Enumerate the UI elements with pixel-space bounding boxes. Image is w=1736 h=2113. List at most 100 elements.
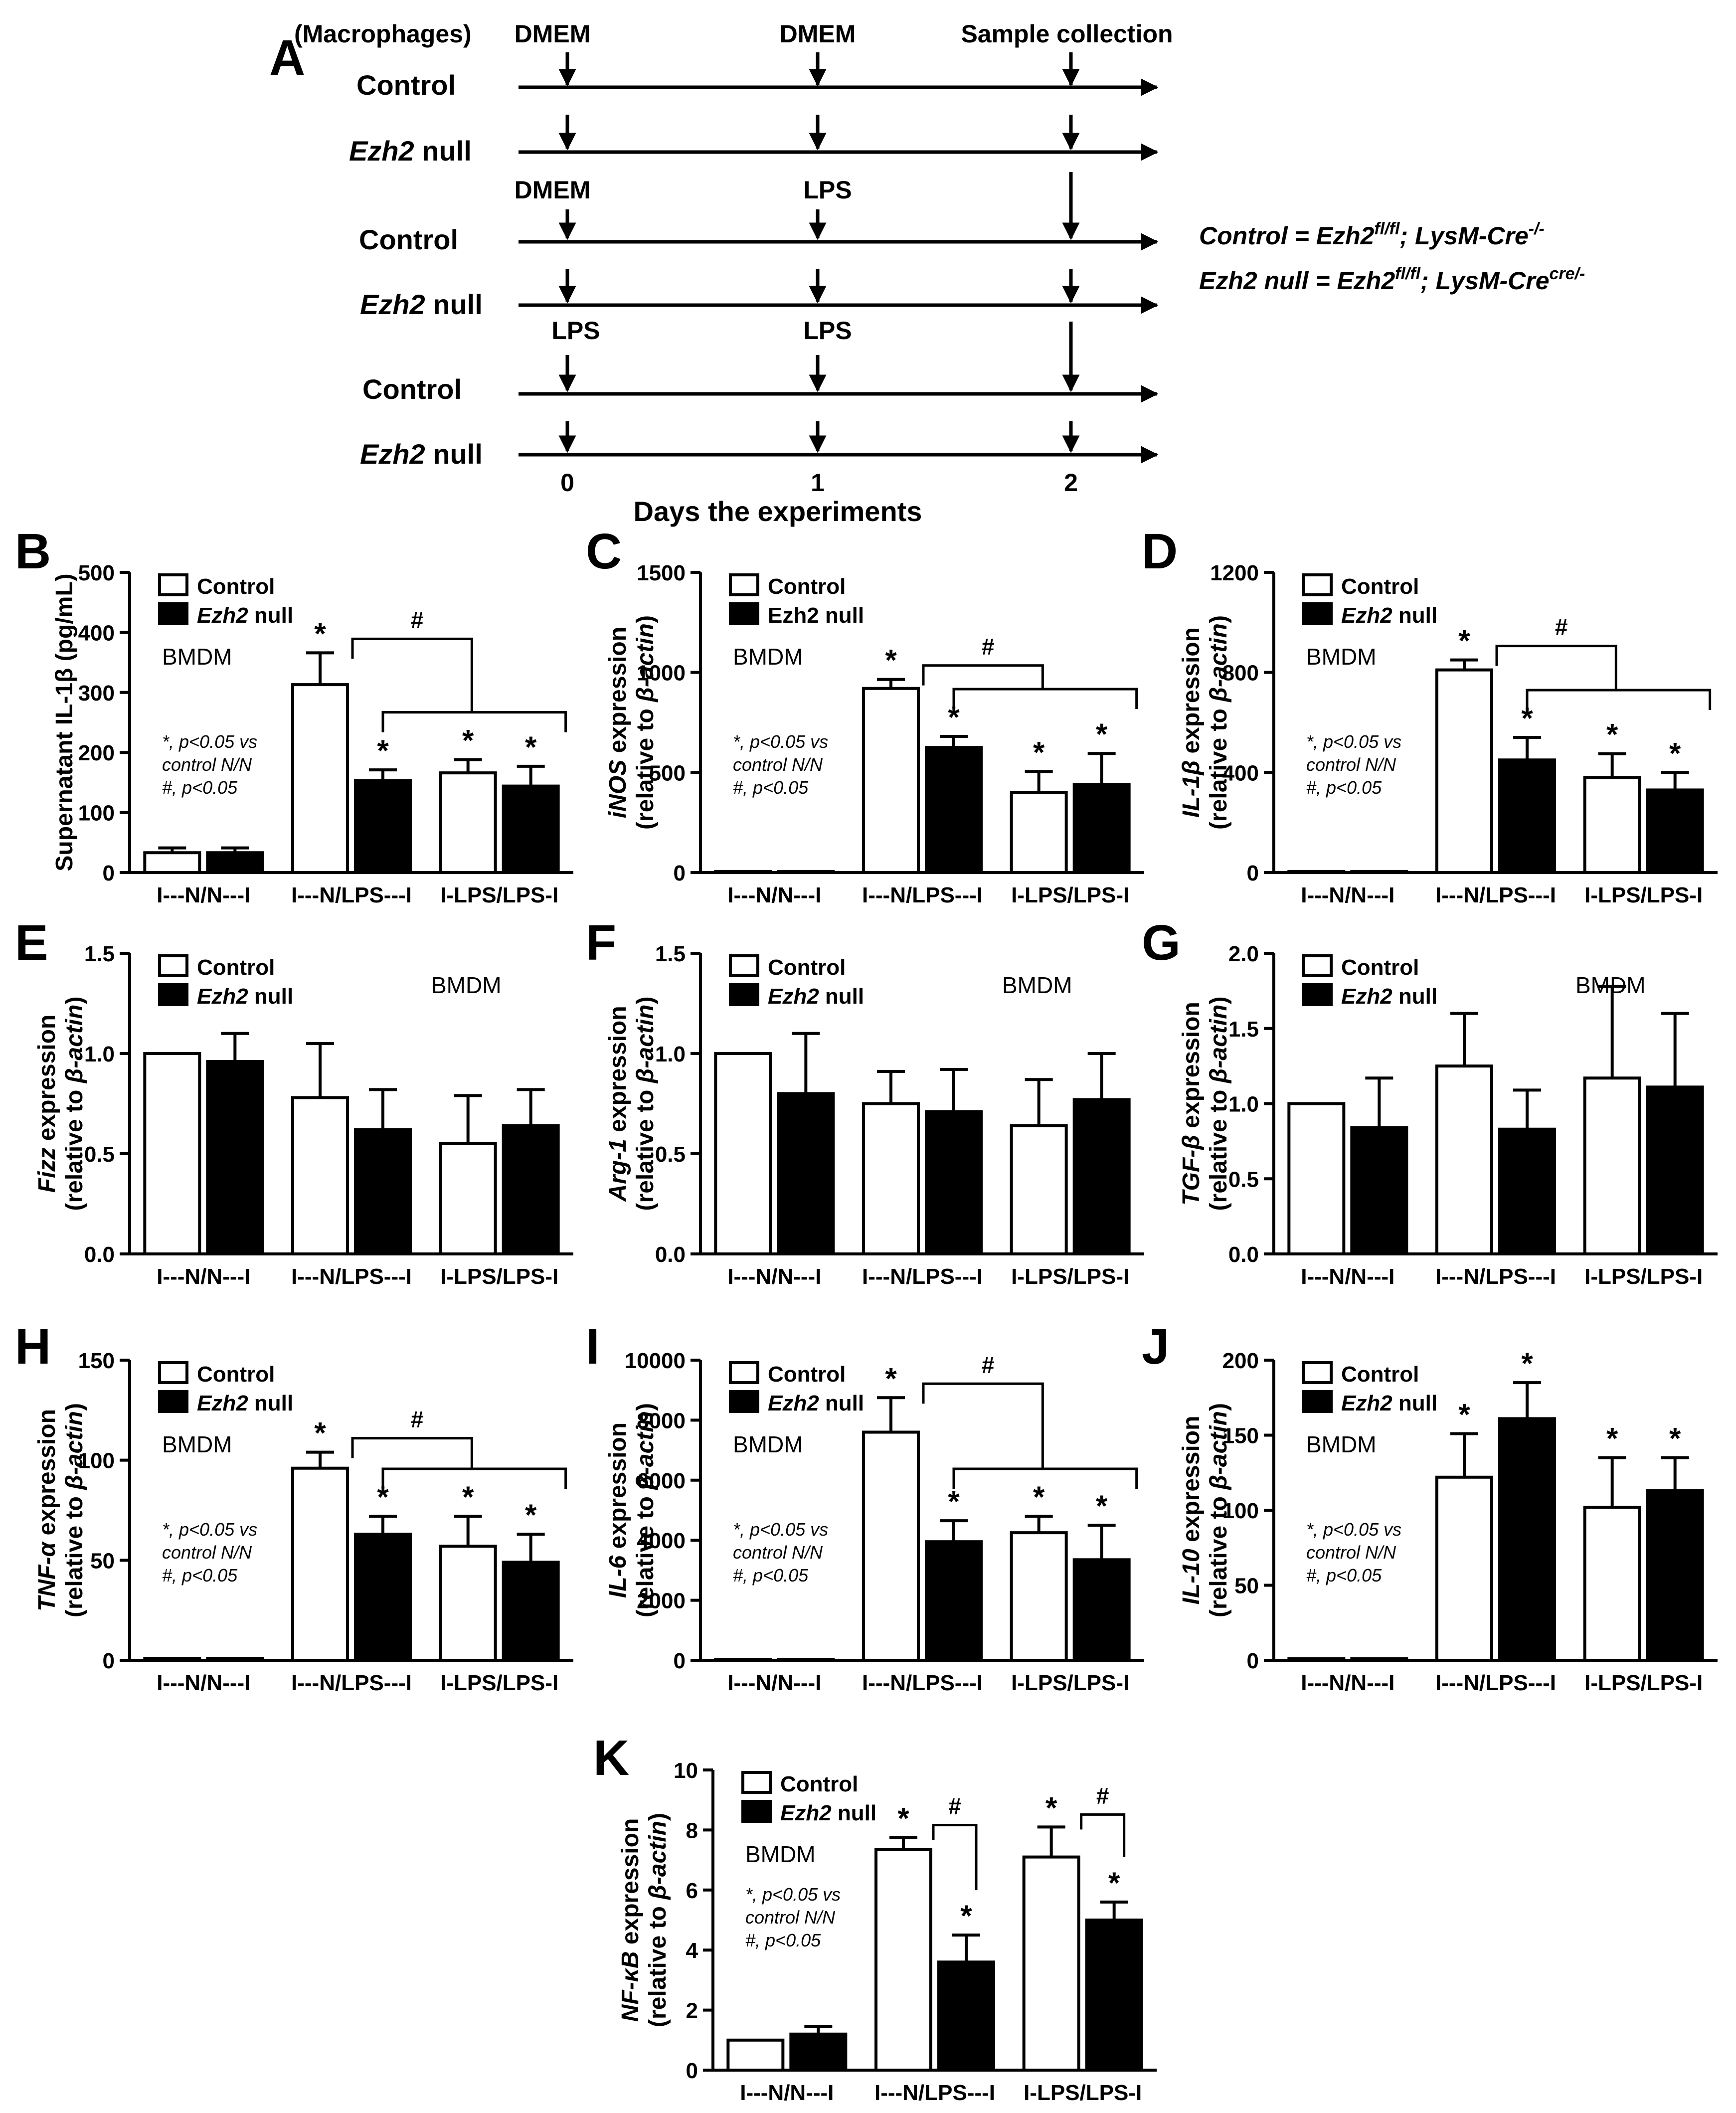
legend-swatch-ezh2-null	[158, 602, 188, 625]
legend-label-control: Control	[768, 1362, 846, 1387]
significance-bracket-upper	[351, 1437, 473, 1469]
significance-star: *	[1606, 1422, 1618, 1455]
significance-bracket-upper	[922, 664, 1044, 690]
legend-label-ezh2-null: Ezh2 null	[768, 984, 864, 1009]
y-tick-label: 200	[1222, 1349, 1259, 1373]
stats-note-line: *, p<0.05 vs	[745, 1884, 841, 1905]
legend-swatch-control	[1302, 573, 1333, 596]
significance-hash: #	[411, 1407, 424, 1432]
bar-control	[143, 1052, 201, 1255]
significance-hash: #	[411, 607, 424, 633]
x-category-label: I---N/LPS---I	[291, 883, 412, 907]
x-category-label: I-LPS/LPS-I	[1011, 883, 1129, 907]
y-tick-label: 800	[1222, 661, 1259, 686]
null-genotype-definition: Ezh2 null = Ezh2fl/fl; LysM-Crecre/-	[1199, 264, 1585, 295]
bar-control	[439, 771, 497, 874]
bar-control	[1022, 1855, 1080, 2072]
bar-control	[1287, 870, 1346, 874]
bar-ezh2-null	[1350, 870, 1408, 874]
panel-label-k: K	[593, 1730, 629, 1786]
x-category-label: I---N/N---I	[740, 2081, 834, 2105]
significance-star: *	[1521, 1347, 1533, 1380]
bar-ezh2-null	[354, 1533, 412, 1662]
group2-null-label: Ezh2 null	[360, 289, 483, 320]
y-axis-title: TGF-β expression	[1178, 1002, 1205, 1206]
y-axis-title: IL-6 expression	[605, 1422, 631, 1598]
bar-ezh2-null	[1646, 788, 1704, 874]
bar-control	[862, 687, 920, 874]
bar-ezh2-null	[502, 1124, 560, 1255]
legend-label-ezh2-null: Ezh2 null	[780, 1801, 876, 1825]
significance-star: *	[525, 1498, 537, 1532]
bar-control	[874, 1848, 932, 2072]
y-axis-title-units: (relative to β-actin)	[645, 1813, 671, 2027]
legend-label-control: Control	[1341, 955, 1419, 980]
legend-label-ezh2-null: Ezh2 null	[1341, 984, 1437, 1009]
y-tick-label: 400	[1222, 761, 1259, 785]
group3-control-label: Control	[362, 373, 462, 405]
x-category-label: I---N/LPS---I	[1435, 1264, 1556, 1289]
significance-bracket-pair	[932, 1823, 978, 1891]
bar-control	[439, 1142, 497, 1255]
significance-star: *	[885, 644, 897, 677]
x-category-label: I---N/LPS---I	[862, 883, 983, 907]
y-axis-title: Arg-1 expression	[605, 1006, 631, 1202]
bar-control	[291, 1096, 349, 1255]
stats-note-line: *, p<0.05 vs	[1306, 731, 1401, 752]
y-tick-label: 1200	[1210, 561, 1259, 585]
y-tick-label: 200	[78, 741, 115, 765]
y-tick-label: 100	[78, 1449, 115, 1473]
legend-label-control: Control	[768, 574, 846, 599]
y-tick-label: 100	[78, 801, 115, 826]
x-category-label: I---N/N---I	[1301, 883, 1394, 907]
significance-hash: #	[1096, 1782, 1109, 1808]
significance-hash: #	[948, 1793, 961, 1819]
significance-bracket-pair	[1080, 1813, 1126, 1857]
bar-ezh2-null	[937, 1960, 995, 2072]
stats-note-line: control N/N	[745, 1907, 836, 1928]
significance-bracket-lower	[381, 711, 567, 732]
stats-note-line: control N/N	[162, 1542, 252, 1563]
stats-note-line: #, p<0.05	[733, 1565, 809, 1585]
stats-note-line: #, p<0.05	[745, 1930, 821, 1950]
bar-control	[1287, 1102, 1346, 1255]
stats-note-line: *, p<0.05 vs	[162, 731, 257, 752]
stats-note-line: control N/N	[733, 1542, 823, 1563]
x-category-label: I-LPS/LPS-I	[440, 1264, 558, 1289]
legend-label-ezh2-null: Ezh2 null	[197, 603, 293, 628]
bar-ezh2-null	[206, 1060, 264, 1256]
significance-star: *	[1458, 624, 1470, 658]
panel-label-c: C	[586, 524, 622, 579]
bar-ezh2-null	[777, 1658, 835, 1662]
bar-ezh2-null	[206, 851, 264, 874]
stats-note-line: *, p<0.05 vs	[1306, 1519, 1401, 1540]
significance-star: *	[525, 730, 537, 764]
bar-control	[726, 2038, 785, 2072]
stats-note-line: #, p<0.05	[162, 1565, 238, 1585]
y-tick-label: 0.5	[1228, 1167, 1259, 1192]
y-tick-label: 4000	[637, 1529, 686, 1553]
y-tick-label: 150	[1222, 1424, 1259, 1448]
significance-star: *	[1669, 736, 1681, 770]
stats-note-line: #, p<0.05	[1306, 1565, 1382, 1585]
legend-swatch-control	[729, 1361, 759, 1384]
y-axis-title: Fizz expression	[34, 1015, 60, 1193]
stats-note-line: #, p<0.05	[733, 777, 809, 798]
bar-ezh2-null	[1085, 1919, 1143, 2072]
bar-ezh2-null	[1646, 1489, 1704, 1662]
bar-control	[143, 851, 201, 874]
stats-note-line: *, p<0.05 vs	[733, 1519, 828, 1540]
x-category-label: I-LPS/LPS-I	[440, 1671, 558, 1695]
panel-a-timeline: A (Macrophages) DMEM DMEM Sample collect…	[269, 20, 1585, 527]
significance-hash: #	[1555, 614, 1568, 640]
legend-label-ezh2-null: Ezh2 null	[197, 984, 293, 1009]
bar-ezh2-null	[1072, 1098, 1131, 1255]
bar-ezh2-null	[1498, 758, 1556, 874]
panel-label-h: H	[15, 1319, 51, 1375]
y-tick-label: 0	[103, 861, 115, 885]
y-axis-title-units: (relative to β-actin)	[1206, 1403, 1232, 1617]
legend-swatch-control	[158, 954, 188, 977]
bar-control	[143, 1656, 201, 1662]
